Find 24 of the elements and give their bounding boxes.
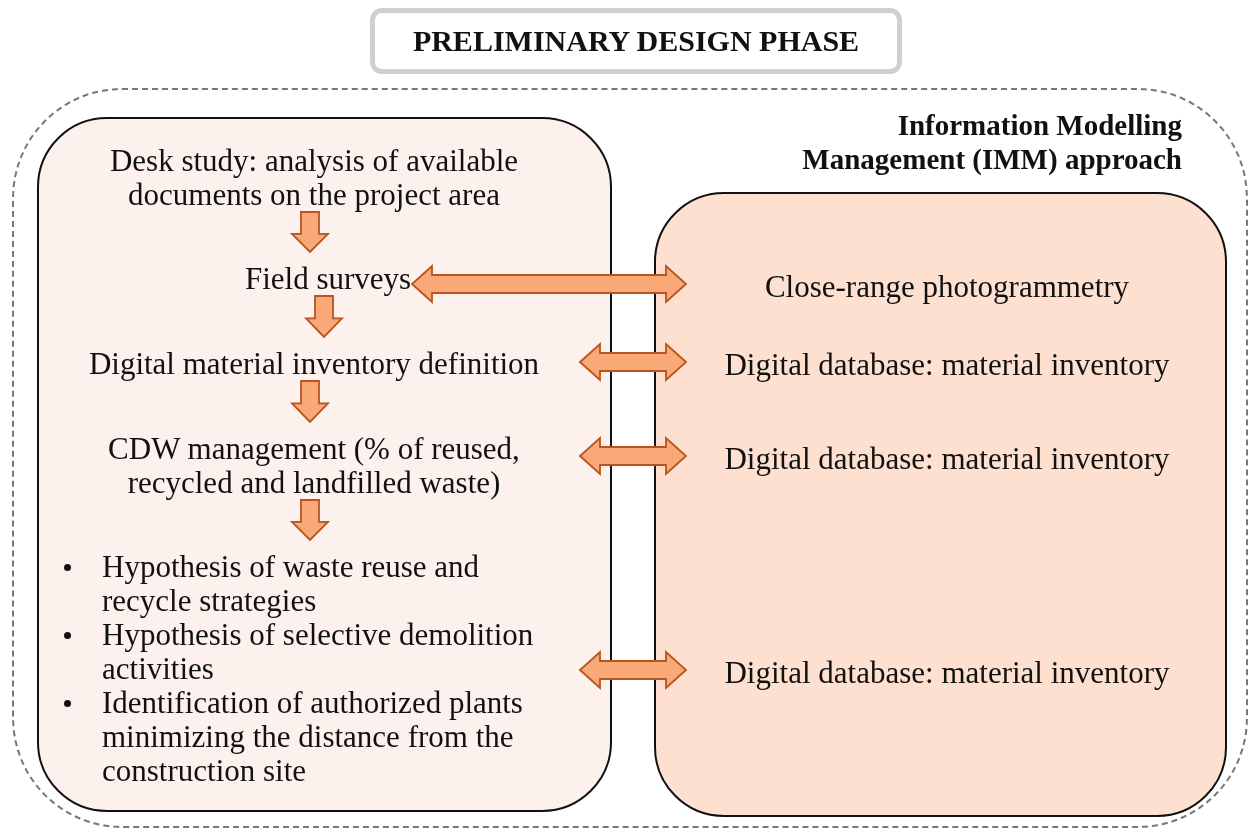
block-arrow (289, 211, 331, 254)
process-step: Field surveys (240, 262, 416, 298)
process-box (654, 192, 1227, 817)
process-step: Digital database: material inventory (692, 442, 1202, 478)
block-arrow (289, 499, 331, 542)
process-step: Digital database: material inventory (692, 348, 1202, 384)
process-step: Desk study: analysis of available documents on the project area (44, 144, 584, 214)
block-arrow (578, 341, 688, 383)
list-item: Identification of authorized plants minimizing the distance from the construction site (102, 685, 523, 788)
process-step: Digital material inventory definition (44, 347, 584, 383)
block-arrow (578, 649, 688, 691)
list-item: Hypothesis of waste reuse and recycle strategies (102, 549, 480, 618)
process-step: Close-range photogrammetry (692, 270, 1202, 306)
process-step: Digital database: material inventory (692, 656, 1202, 692)
block-arrow (578, 435, 688, 477)
process-box (37, 117, 612, 812)
block-arrow (289, 380, 331, 424)
dashed-container (12, 88, 1248, 828)
process-step: CDW management (% of reused, recycled and landfilled waste) (44, 432, 584, 502)
block-arrow (410, 263, 688, 305)
list-item: Hypothesis of selective demolition activities (102, 617, 534, 686)
title-box: PRELIMINARY DESIGN PHASE (370, 8, 902, 74)
block-arrow (303, 295, 345, 339)
container-heading: Information Modelling Management (IMM) approach (801, 108, 1182, 176)
